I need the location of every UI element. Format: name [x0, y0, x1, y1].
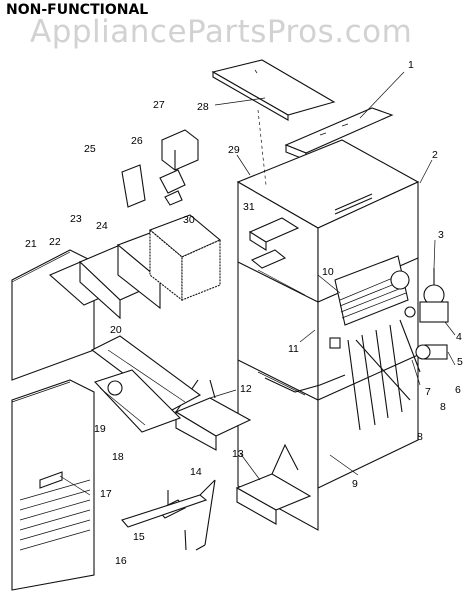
part-3-pressure-switch [390, 268, 445, 306]
part-13-front-rail [235, 443, 312, 525]
callout-25: 25 [84, 143, 96, 155]
watermark: AppliancePartsPros.com [30, 14, 413, 50]
part-17-vent-louvers [19, 471, 91, 551]
part-7-8-sensor [355, 319, 421, 401]
callout-26: 26 [131, 135, 143, 147]
part-26-clip [159, 169, 186, 206]
callout-30: 30 [183, 214, 195, 226]
part-28-top-cover [211, 59, 336, 121]
callout-9: 9 [352, 478, 358, 490]
callout-19: 19 [94, 423, 106, 435]
part-30-filter-media [148, 214, 222, 302]
part-4-5-gas-valve [404, 301, 449, 323]
callout-3: 3 [438, 229, 444, 241]
callout-11: 11 [288, 343, 299, 355]
callout-8-b: 8 [440, 401, 446, 413]
part-16-lower-door [11, 379, 95, 591]
callout-31: 31 [243, 201, 255, 213]
callout-labels: 1 2 3 4 5 6 7 8 8 9 10 11 12 13 14 15 16… [25, 59, 463, 567]
callout-21: 21 [25, 238, 37, 250]
callout-14: 14 [190, 466, 202, 478]
part-27-holder [161, 129, 199, 171]
part-25-bracket [121, 164, 146, 208]
callout-28: 28 [197, 101, 209, 113]
callout-2: 2 [432, 149, 438, 161]
part-15-support-bar [121, 479, 216, 551]
callout-10: 10 [322, 266, 334, 278]
callout-4: 4 [456, 331, 462, 343]
status-label: NON-FUNCTIONAL [6, 2, 149, 18]
callout-24: 24 [96, 220, 108, 232]
callout-20: 20 [110, 324, 122, 336]
callout-29: 29 [228, 144, 240, 156]
callout-15: 15 [133, 531, 145, 543]
callout-16: 16 [115, 555, 127, 567]
part-6-igniter [415, 344, 448, 360]
callout-23: 23 [70, 213, 82, 225]
heat-exchanger-fins [339, 274, 407, 319]
part-19-control-knob [107, 380, 123, 396]
callout-12: 12 [240, 383, 252, 395]
callout-22: 22 [49, 236, 61, 248]
callout-27: 27 [153, 99, 165, 111]
callout-6: 6 [455, 384, 461, 396]
callout-7: 7 [425, 386, 431, 398]
callout-1: 1 [408, 59, 414, 71]
part-2-cabinet [236, 109, 420, 531]
callout-13: 13 [232, 448, 244, 460]
callout-5: 5 [457, 356, 463, 368]
callout-8-a: 8 [417, 431, 423, 443]
callout-leaders [59, 71, 456, 496]
callout-18: 18 [112, 451, 124, 463]
callout-17: 17 [100, 488, 112, 500]
